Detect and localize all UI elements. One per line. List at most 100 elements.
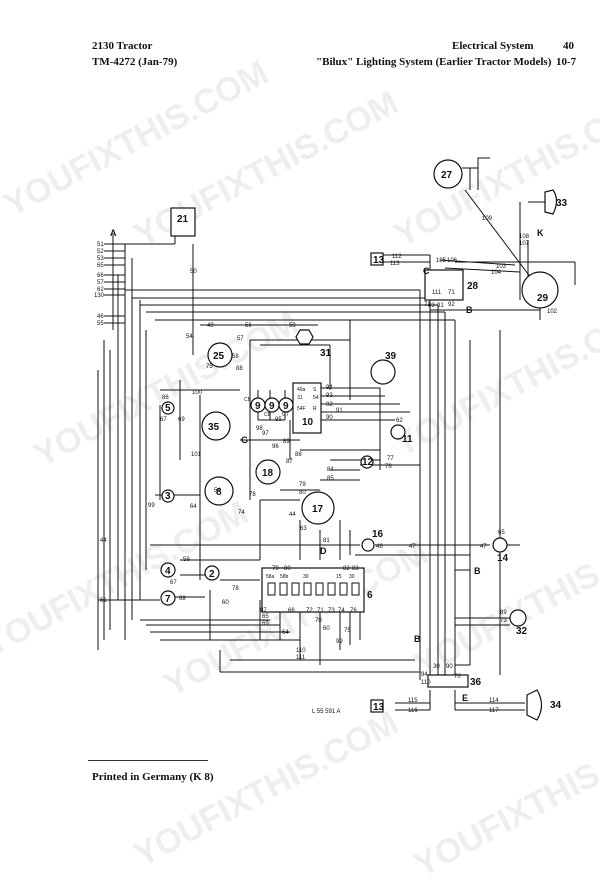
component-18-circle [255,459,281,485]
label-13b: 13 [373,702,385,713]
headlight-33-shape [544,189,558,215]
letter-b-low: B [414,634,421,644]
wire-number: 101 [191,452,202,458]
label-9a: 9 [255,401,261,412]
relay-box [292,382,322,434]
header-page-number: 10-7 [556,56,577,68]
wire-number: 74 [238,510,245,516]
wire-number: 72 [424,302,431,308]
fuse-label-1: 58a [266,574,275,580]
label-21: 21 [177,214,189,225]
cb-label-3: CT [282,412,289,418]
left-wire-number: 62 [97,287,104,293]
wire-number: 54 [214,488,221,494]
label-10: 10 [302,417,314,428]
wire-number: 97 [262,431,269,437]
component-25-circle [207,342,233,368]
wire-number: 108 [519,234,530,240]
connector-36-box [427,674,469,688]
wire-number: 75 [206,364,213,370]
wire-number: 65 [262,614,269,620]
wire-number: 60 [222,600,229,606]
wire-number: 64 [190,504,197,510]
wire-number: 71 [317,608,324,614]
component-13a-box [370,252,384,266]
component-16-circle [361,538,375,552]
wire-number: 94 [326,385,333,391]
label-25: 25 [213,351,225,362]
component-12-circle [360,455,374,469]
label-9b: 9 [269,401,275,412]
relay-label-2: S [313,387,317,393]
wire-number: 59 [289,323,296,329]
wire-number: 102 [547,309,558,315]
label-8: 8 [216,487,222,498]
wire-number: 105 [436,258,447,264]
figure-code: L 55 591 A [312,709,340,715]
wire-number: 90 [446,664,453,670]
wire-number: 47 [409,544,416,550]
footer-rule [88,760,208,761]
wire-number: 72 [306,608,313,614]
label-2: 2 [209,569,215,580]
wire-number: 92 [448,302,455,308]
wire-number: 61 [100,598,107,604]
wire-number: 69 [262,621,269,627]
wire-number: 86 [162,395,169,401]
label-13a: 13 [373,255,385,266]
relay-label-4: 54 [313,395,319,401]
footer-printed: Printed in Germany (K 8) [92,771,214,783]
wire-number: 104 [491,270,502,276]
component-13b-box [370,699,384,713]
left-wire-number: 53 [97,256,104,262]
wire-number: 110 [421,680,431,686]
wire-number: 93 [428,303,435,309]
label-31: 31 [320,348,332,359]
letter-k: K [537,228,544,238]
label-34: 34 [550,700,562,711]
label-16: 16 [372,529,384,540]
wire-number: 89 [500,610,507,616]
fuse-cells [267,582,360,596]
wire-number: 82 [343,566,350,572]
letter-b-top: B [466,305,473,315]
headlight-34-shape [526,689,543,721]
header-left-doc: TM-4272 (Jan-79) [92,56,178,68]
wire-number: 110 [296,648,306,654]
fuse-label-5: 30 [349,574,355,580]
wire-number: 79 [299,482,306,488]
label-6: 6 [367,590,373,601]
component-5-circle [161,401,175,415]
cb-label-2: CB [264,412,272,418]
label-28: 28 [467,281,479,292]
left-wire-number-group: 51 52 53 65 66 57 62 130 46 55 [94,242,105,327]
label-32: 32 [516,626,528,637]
wire-number: 70 [454,674,461,680]
label-27: 27 [441,170,453,181]
component-14-circle [492,537,508,553]
label-11: 11 [402,434,413,445]
component-11-circle [390,424,406,440]
wire-number: 68 [179,596,186,602]
left-wire-number: 52 [97,249,104,255]
wire-number: 87 [286,459,293,465]
letter-c: C [423,266,430,276]
wire-number: 91 [336,408,343,414]
cb-label-1: CB [244,397,252,403]
label-7: 7 [165,594,171,605]
wire-number: 67 [160,417,167,423]
label-9c: 9 [283,401,289,412]
wire-number: 98 [256,426,263,432]
wire-number: 114 [489,698,499,704]
wire-number: 103 [496,264,507,270]
letter-g: G [241,435,248,445]
component-3-circle [161,489,175,503]
fuse-label-2: 58b [280,574,289,580]
wire-number: 57 [237,336,244,342]
wire-number: 69 [178,417,185,423]
label-3: 3 [165,491,171,502]
relay-label-1: 49a [297,387,306,393]
wire-number: 73 [328,608,335,614]
connector-28-box [424,269,464,301]
wire-number: 111 [296,655,306,661]
